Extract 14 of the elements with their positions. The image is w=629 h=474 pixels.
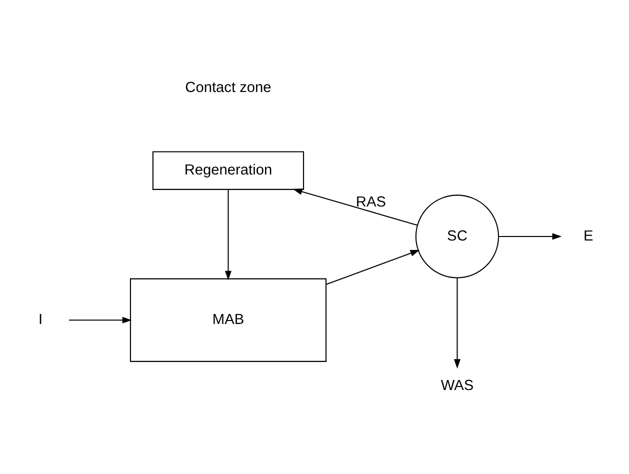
arrow (326, 250, 420, 285)
edge-label: RAS (356, 194, 386, 210)
node-circle: SC (415, 194, 500, 278)
arrow (68, 316, 132, 324)
label: Contact zone (185, 80, 272, 96)
node-text: E (584, 228, 594, 244)
arrow (498, 233, 562, 240)
node-box: MAB (130, 278, 327, 362)
arrow (454, 278, 461, 369)
arrow (224, 190, 232, 280)
arrow (292, 188, 418, 226)
node-text: I (38, 312, 43, 328)
node-text: WAS (440, 378, 474, 394)
node-box: Regeneration (152, 151, 304, 190)
